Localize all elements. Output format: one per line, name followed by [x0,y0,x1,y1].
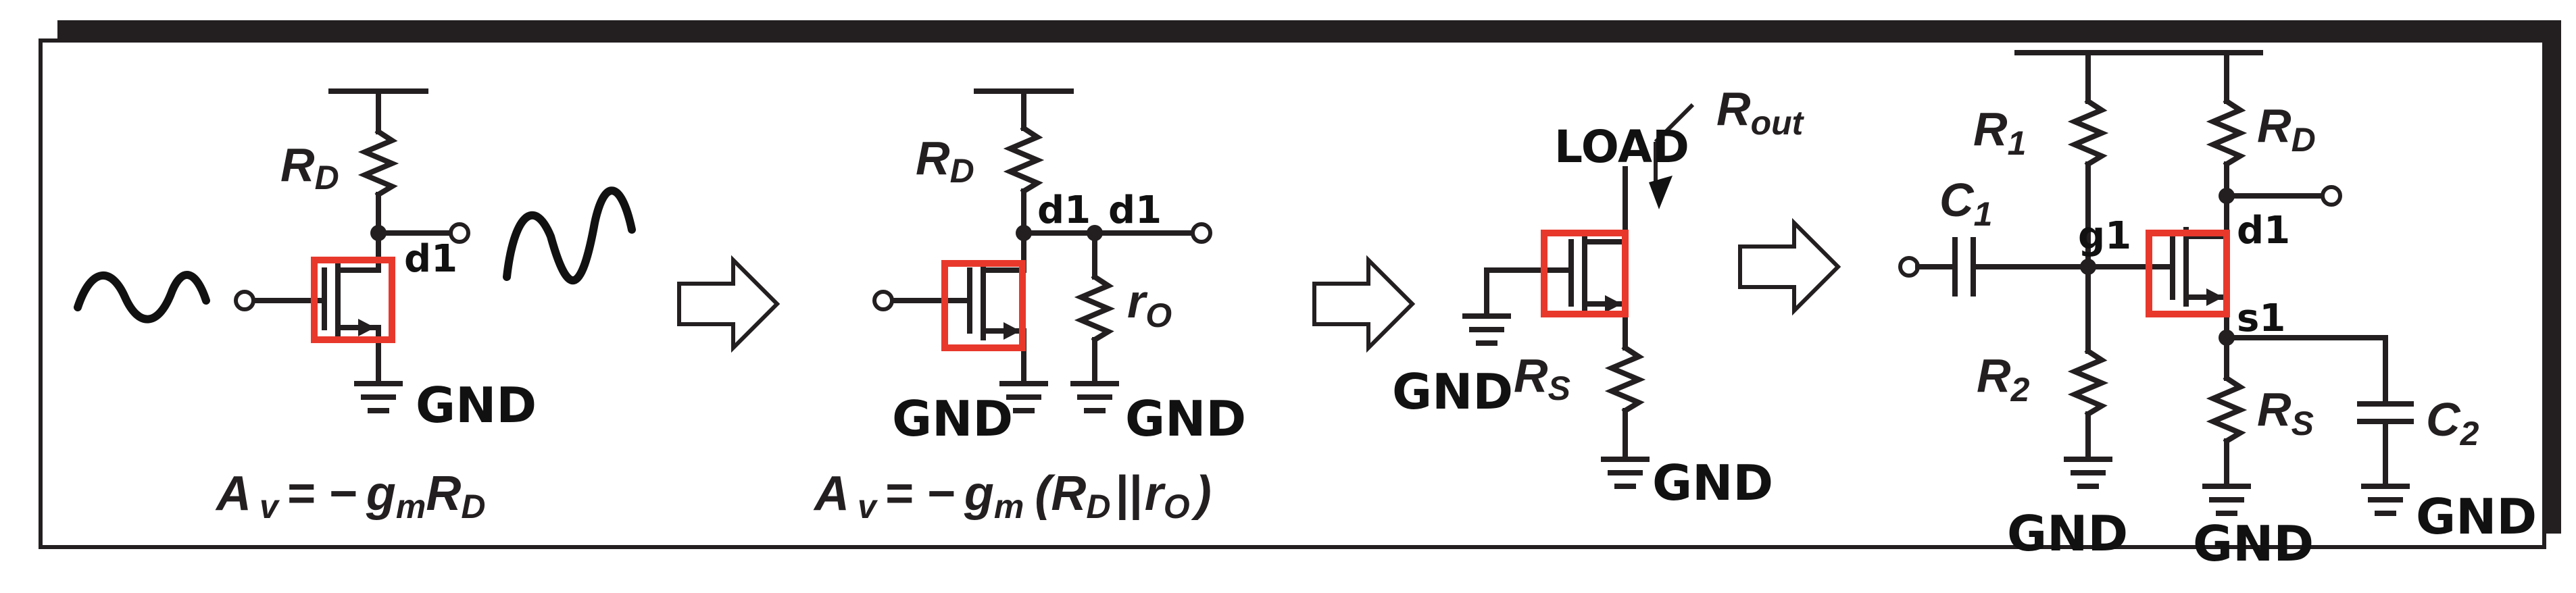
rs-label: RS [1514,349,1570,407]
rout-label: Rout [1716,82,1805,142]
arrow-right-icon [1738,217,1841,316]
ground-icon [2361,484,2410,516]
c1-label: C1 [1939,174,1992,233]
resistor-icon [1003,124,1045,195]
ground-icon [354,381,403,413]
resistor-icon [1074,273,1116,344]
resistor-icon [1604,344,1646,415]
ro-node-label: d1 [1108,188,1162,232]
arrow-right-icon [1312,255,1416,353]
gnd-label: GND [416,377,537,434]
output-terminal [1191,222,1212,244]
gate-node-label: g1 [2078,214,2131,258]
gnd-label: GND [2007,505,2128,562]
arrow-right-icon [677,255,781,353]
stage-3-source-degeneration: LOAD Rout RS GND GND [1392,82,1805,511]
sine-input-icon [74,271,210,324]
ground-icon [2202,484,2251,516]
ro-label: rO [1127,275,1172,334]
output-terminal [2321,185,2342,207]
r2-label: R2 [1977,349,2030,409]
rd-label: RD [2257,99,2316,159]
drain-node-label: d1 [1037,188,1091,232]
load-label: LOAD [1554,121,1689,173]
resistor-icon [357,128,399,199]
gnd-label: GND [2416,488,2537,545]
source-node-label: s1 [2237,296,2285,340]
frame [39,20,2561,549]
drain-node-label: d1 [2237,209,2290,253]
gnd-label: GND [1652,455,1773,511]
gnd-label: GND [2193,515,2314,572]
ground-icon [1462,313,1511,346]
c2-label: C2 [2426,393,2479,453]
resistor-icon [2067,347,2109,418]
gnd-label: GND [1392,363,1513,420]
resistor-icon [2067,97,2109,168]
input-terminal [234,290,255,311]
input-terminal [872,290,894,311]
transistor-highlight [311,257,395,343]
ground-icon [1601,457,1650,489]
rd-label: RD [280,138,339,197]
ground-icon [2064,457,2112,489]
resistor-icon [2206,374,2248,445]
output-terminal [449,222,470,244]
ground-icon [999,381,1048,413]
resistor-icon [2206,97,2248,168]
r1-label: R1 [1973,103,2026,162]
stage-4-biased-amplifier: R1 R2 RD RS C1 C2 g1 d1 s1 GND GND GND [1898,50,2537,572]
ground-icon [1070,381,1119,413]
transistor-highlight [941,260,1026,351]
gnd-label: GND [1125,390,1246,447]
rs-label: RS [2257,383,2314,442]
gnd-label: GND [892,390,1013,447]
rd-label: RD [916,132,974,190]
transistor-highlight [1541,230,1629,317]
transistor-highlight [2146,230,2230,317]
sine-output-icon [503,186,636,284]
drain-node-label: d1 [404,237,457,281]
